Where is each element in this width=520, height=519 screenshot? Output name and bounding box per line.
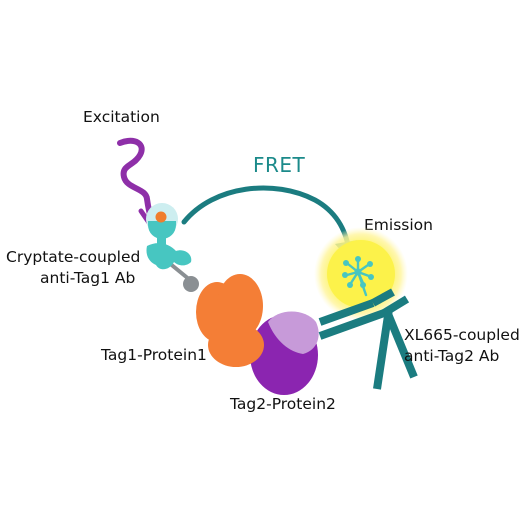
xl665-label-line2: anti-Tag2 Ab (404, 347, 499, 365)
tag1-protein1-label: Tag1-Protein1 (100, 346, 207, 364)
emission-label: Emission (364, 216, 433, 234)
xl665-fluorophore-dots (342, 256, 374, 288)
excitation-label: Excitation (83, 108, 160, 126)
tag2-protein2-label: Tag2-Protein2 (229, 395, 336, 413)
cryptate-label-line2: anti-Tag1 Ab (40, 269, 135, 287)
xl665-label-line1: XL665-coupled (404, 326, 520, 344)
cryptate-center (155, 211, 167, 223)
tag2 (268, 311, 319, 354)
cryptate-antibody (146, 203, 192, 282)
tag1-protein1 (196, 274, 264, 367)
cryptate-label-line1: Cryptate-coupled (6, 248, 140, 266)
tag2-protein2 (250, 311, 319, 395)
linker-bead (183, 276, 199, 292)
fret-label: FRET (253, 153, 306, 177)
xl665-antibody (318, 288, 418, 390)
